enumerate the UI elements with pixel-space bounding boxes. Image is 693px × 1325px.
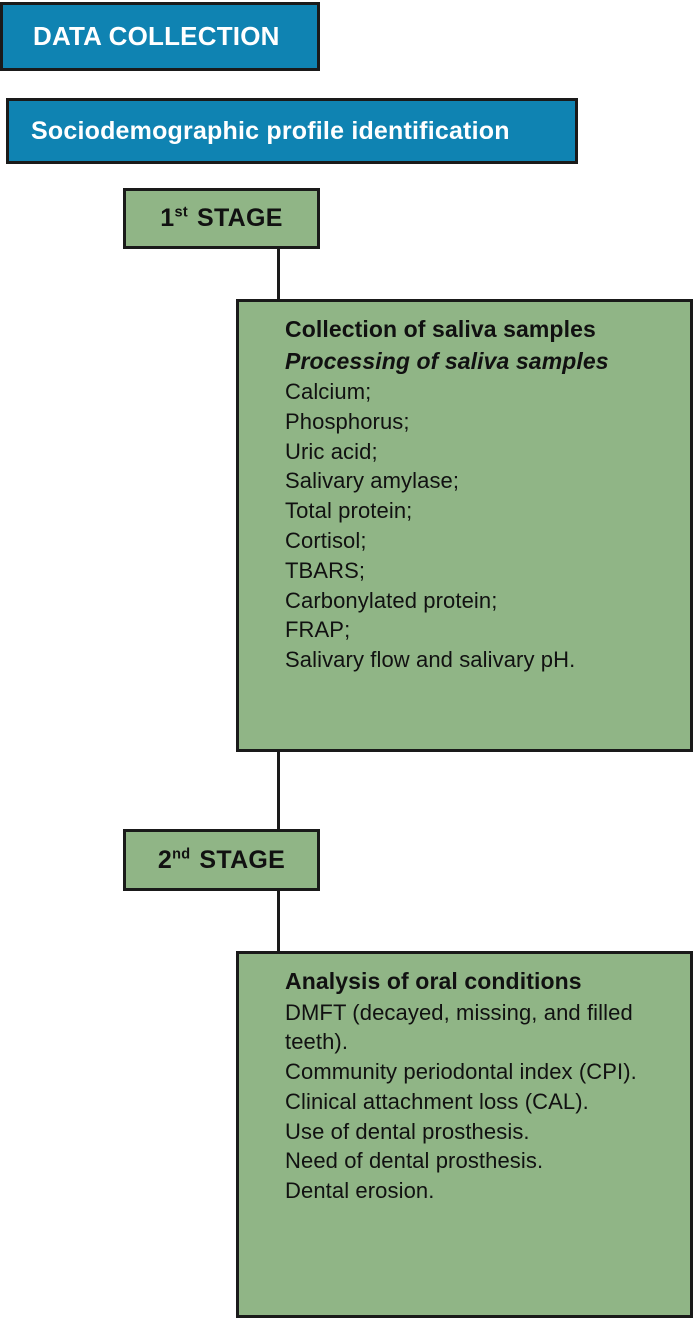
content-box-oral-conditions: Analysis of oral conditions DMFT (decaye… [236,951,693,1318]
content-item-tbars: TBARS; [285,557,366,583]
content-item-community-periodontal-index: Community periodontal index (CPI). [285,1059,637,1085]
header-box-sociodemographic-profile: Sociodemographic profile identification [6,98,578,164]
content-item-calcium: Calcium; [285,379,372,404]
content-item-frap: FRAP; [285,617,351,643]
stage-box-1-ordinal: 1 [160,204,175,232]
header-box-sociodemographic-profile-label: Sociodemographic profile identification [31,116,510,145]
content-item-cortisol: Cortisol; [285,527,367,553]
content-item-salivary-flow-and-ph: Salivary flow and salivary pH. [285,647,576,673]
stage-box-1-ordinal-suffix: st [174,204,188,221]
content-box-saliva-samples: Collection of saliva samples Processing … [236,299,693,752]
header-box-data-collection-label: DATA COLLECTION [33,21,280,51]
content-item-salivary-amylase: Salivary amylase; [285,468,460,494]
content-item-clinical-attachment-loss: Clinical attachment loss (CAL). [285,1088,589,1114]
content-box-saliva-inner: Collection of saliva samples Processing … [239,302,690,675]
stage-box-2-word: STAGE [199,845,286,874]
content-heading-analysis-of-oral-conditions: Analysis of oral conditions [285,968,582,994]
content-heading-processing-of-saliva-samples: Processing of saliva samples [285,347,609,374]
content-item-uric-acid: Uric acid; [285,438,378,464]
content-item-phosphorus: Phosphorus; [285,408,410,434]
content-box-oral-inner: Analysis of oral conditions DMFT (decaye… [239,954,690,1206]
stage-box-1-label: 1st STAGE [160,204,282,233]
connector-saliva-to-stage2 [277,749,280,837]
content-item-carbonylated-protein: Carbonylated protein; [285,587,498,613]
stage-box-2-label: 2nd STAGE [158,846,285,875]
content-item-need-of-dental-prosthesis: Need of dental prosthesis. [285,1148,544,1174]
stage-box-1-word: STAGE [196,204,283,232]
content-item-use-of-dental-prosthesis: Use of dental prosthesis. [285,1118,530,1144]
stage-box-2-ordinal-suffix: nd [172,846,191,863]
connector-stage2-to-oral-conditions [277,888,280,958]
content-heading-collection-of-saliva-samples: Collection of saliva samples [285,316,596,342]
content-item-total-protein: Total protein; [285,498,413,524]
content-item-dmft: DMFT (decayed, missing, and filled teeth… [285,999,633,1055]
stage-box-2-ordinal: 2 [157,845,173,874]
header-box-data-collection: DATA COLLECTION [0,2,320,71]
content-item-dental-erosion: Dental erosion. [285,1178,435,1204]
connector-stage1-to-saliva [277,246,280,306]
stage-box-1: 1st STAGE [123,188,320,249]
stage-box-2: 2nd STAGE [123,829,320,891]
